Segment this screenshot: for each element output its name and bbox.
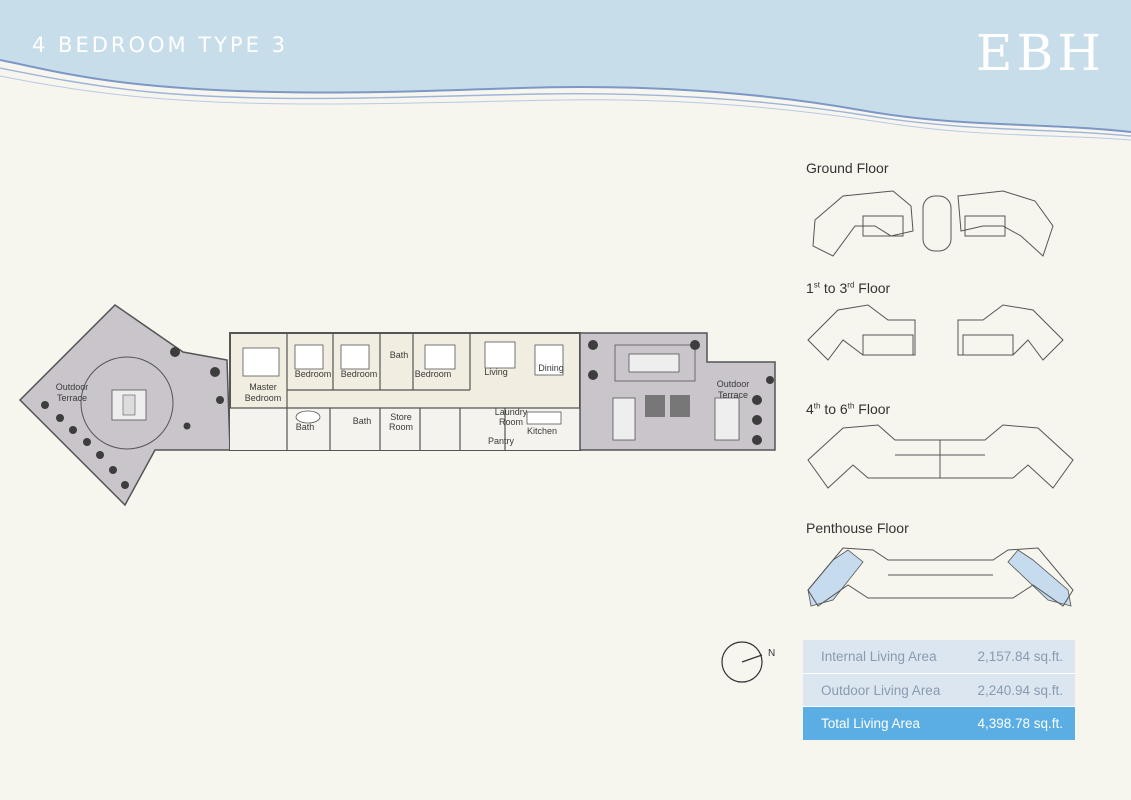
- label-bath-master: Bath: [296, 422, 315, 432]
- label-master-2: Bedroom: [245, 393, 282, 403]
- area-value: 4,398.78 sq.ft.: [977, 716, 1063, 731]
- label-bed1: Bedroom: [295, 369, 332, 379]
- area-label: Total Living Area: [821, 716, 921, 731]
- label-laundry-1: Laundry: [495, 407, 528, 417]
- compass-north-label: N: [768, 648, 775, 659]
- label-terrace-left-1: Outdoor: [56, 382, 89, 392]
- floor-label-penthouse: Penthouse Floor: [806, 520, 909, 536]
- label-store-1: Store: [390, 412, 412, 422]
- label-bed2: Bedroom: [341, 369, 378, 379]
- area-row-internal: Internal Living Area 2,157.84 sq.ft.: [803, 640, 1075, 673]
- area-table: Internal Living Area 2,157.84 sq.ft. Out…: [803, 640, 1075, 740]
- label-laundry-2: Room: [499, 417, 523, 427]
- label-terrace-right-1: Outdoor: [717, 379, 750, 389]
- label-bed3: Bedroom: [415, 369, 452, 379]
- brand-logo: EBH: [976, 24, 1105, 82]
- floor-4-6-key-plan: [807, 424, 1074, 489]
- label-bath-top: Bath: [390, 350, 409, 360]
- floor-1-3-key-plan: [807, 304, 1064, 361]
- penthouse-floor-key-plan: [807, 547, 1074, 607]
- label-store-2: Room: [389, 422, 413, 432]
- floor-label-ground: Ground Floor: [806, 160, 889, 176]
- label-kitchen: Kitchen: [527, 426, 557, 436]
- area-row-outdoor: Outdoor Living Area 2,240.94 sq.ft.: [803, 673, 1075, 706]
- floor-label-4-6: 4th to 6th Floor: [806, 401, 891, 417]
- label-master-1: Master: [249, 382, 277, 392]
- label-living: Living: [484, 367, 508, 377]
- area-row-total: Total Living Area 4,398.78 sq.ft.: [803, 706, 1075, 740]
- area-label: Internal Living Area: [821, 649, 937, 664]
- floor-label-1-3: 1st to 3rd Floor: [806, 280, 891, 296]
- header-banner: [0, 0, 1131, 141]
- compass: N: [721, 641, 775, 683]
- label-bath-small: Bath: [353, 416, 372, 426]
- label-pantry: Pantry: [488, 436, 515, 446]
- page-title: 4 BEDROOM TYPE 3: [32, 33, 288, 57]
- area-value: 2,240.94 sq.ft.: [977, 682, 1063, 698]
- label-dining: Dining: [538, 363, 564, 373]
- label-terrace-left-2: Terrace: [57, 393, 87, 403]
- ground-floor-key-plan: [812, 190, 1054, 257]
- area-label: Outdoor Living Area: [821, 682, 941, 698]
- area-value: 2,157.84 sq.ft.: [977, 649, 1063, 664]
- label-terrace-right-2: Terrace: [718, 390, 748, 400]
